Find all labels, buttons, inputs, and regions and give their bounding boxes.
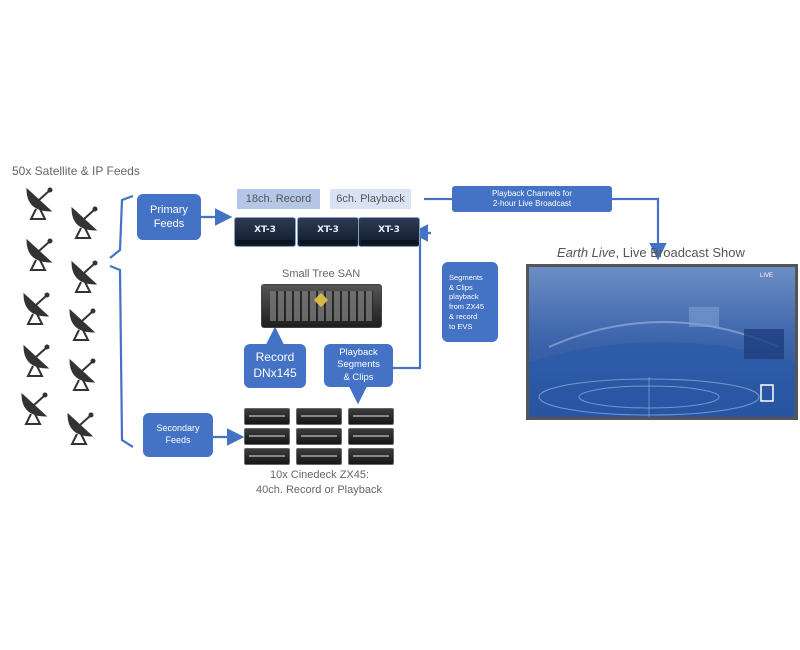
cinedeck-recorder-icon	[244, 448, 290, 465]
cinedeck-recorder-icon	[244, 428, 290, 445]
secondary-brace	[109, 264, 134, 448]
san-storage-icon	[261, 284, 382, 328]
secondary-feeds-box: Secondary Feeds	[143, 413, 213, 457]
satellite-dish-icon	[18, 390, 52, 426]
segments-to-xt3-line	[393, 231, 431, 370]
primary-feeds-box: Primary Feeds	[137, 194, 201, 240]
broadcast-screen-image: LIVE	[526, 264, 798, 420]
satellite-dish-icon	[68, 258, 102, 294]
segments-clips-box: Segments & Clips playback from ZX45 & re…	[442, 262, 498, 342]
cinedeck-recorder-icon	[244, 408, 290, 425]
cinedeck-recorder-icon	[348, 448, 394, 465]
show-title-italic: Earth Live	[557, 245, 616, 260]
xt3-label: XT-3	[317, 225, 339, 235]
playback-6ch-label: 6ch. Playback	[330, 189, 411, 209]
record-dnx-box: Record DNx145	[244, 344, 306, 388]
xt3-server-icon: XT-3	[358, 217, 420, 247]
show-title-rest: , Live Broadcast Show	[615, 245, 745, 260]
cinedeck-recorder-icon	[348, 428, 394, 445]
cinedeck-recorder-icon	[296, 428, 342, 445]
cinedeck-recorder-icon	[296, 448, 342, 465]
feeds-title: 50x Satellite & IP Feeds	[12, 164, 140, 178]
satellite-dish-icon	[23, 236, 57, 272]
cinedeck-label-line2: 40ch. Record or Playback	[256, 484, 382, 496]
cinedeck-recorder-icon	[348, 408, 394, 425]
xt3-label: XT-3	[378, 225, 400, 235]
satellite-dish-icon	[66, 306, 100, 342]
satellite-dish-icon	[68, 204, 102, 240]
satellite-dish-icon	[23, 185, 57, 221]
satellite-dish-icon	[64, 410, 98, 446]
record-18ch-label: 18ch. Record	[237, 189, 320, 209]
san-label: Small Tree SAN	[282, 268, 361, 280]
live-badge: LIVE	[759, 273, 773, 279]
satellite-dish-icon	[20, 290, 54, 326]
xt3-server-icon: XT-3	[297, 217, 359, 247]
cinedeck-label-line1: 10x Cinedeck ZX45:	[270, 469, 370, 481]
primary-brace	[109, 194, 134, 259]
xt3-label: XT-3	[254, 225, 276, 235]
playback-segments-box: Playback Segments & Clips	[324, 344, 393, 387]
studio-illustration	[529, 307, 795, 417]
playback-to-screen-arrow	[612, 197, 667, 261]
satellite-dish-icon	[20, 342, 54, 378]
cinedeck-recorder-icon	[296, 408, 342, 425]
playback-channels-box: Playback Channels for 2-hour Live Broadc…	[452, 186, 612, 212]
show-title: Earth Live, Live Broadcast Show	[557, 245, 745, 260]
xt3-server-icon: XT-3	[234, 217, 296, 247]
satellite-dish-icon	[66, 356, 100, 392]
